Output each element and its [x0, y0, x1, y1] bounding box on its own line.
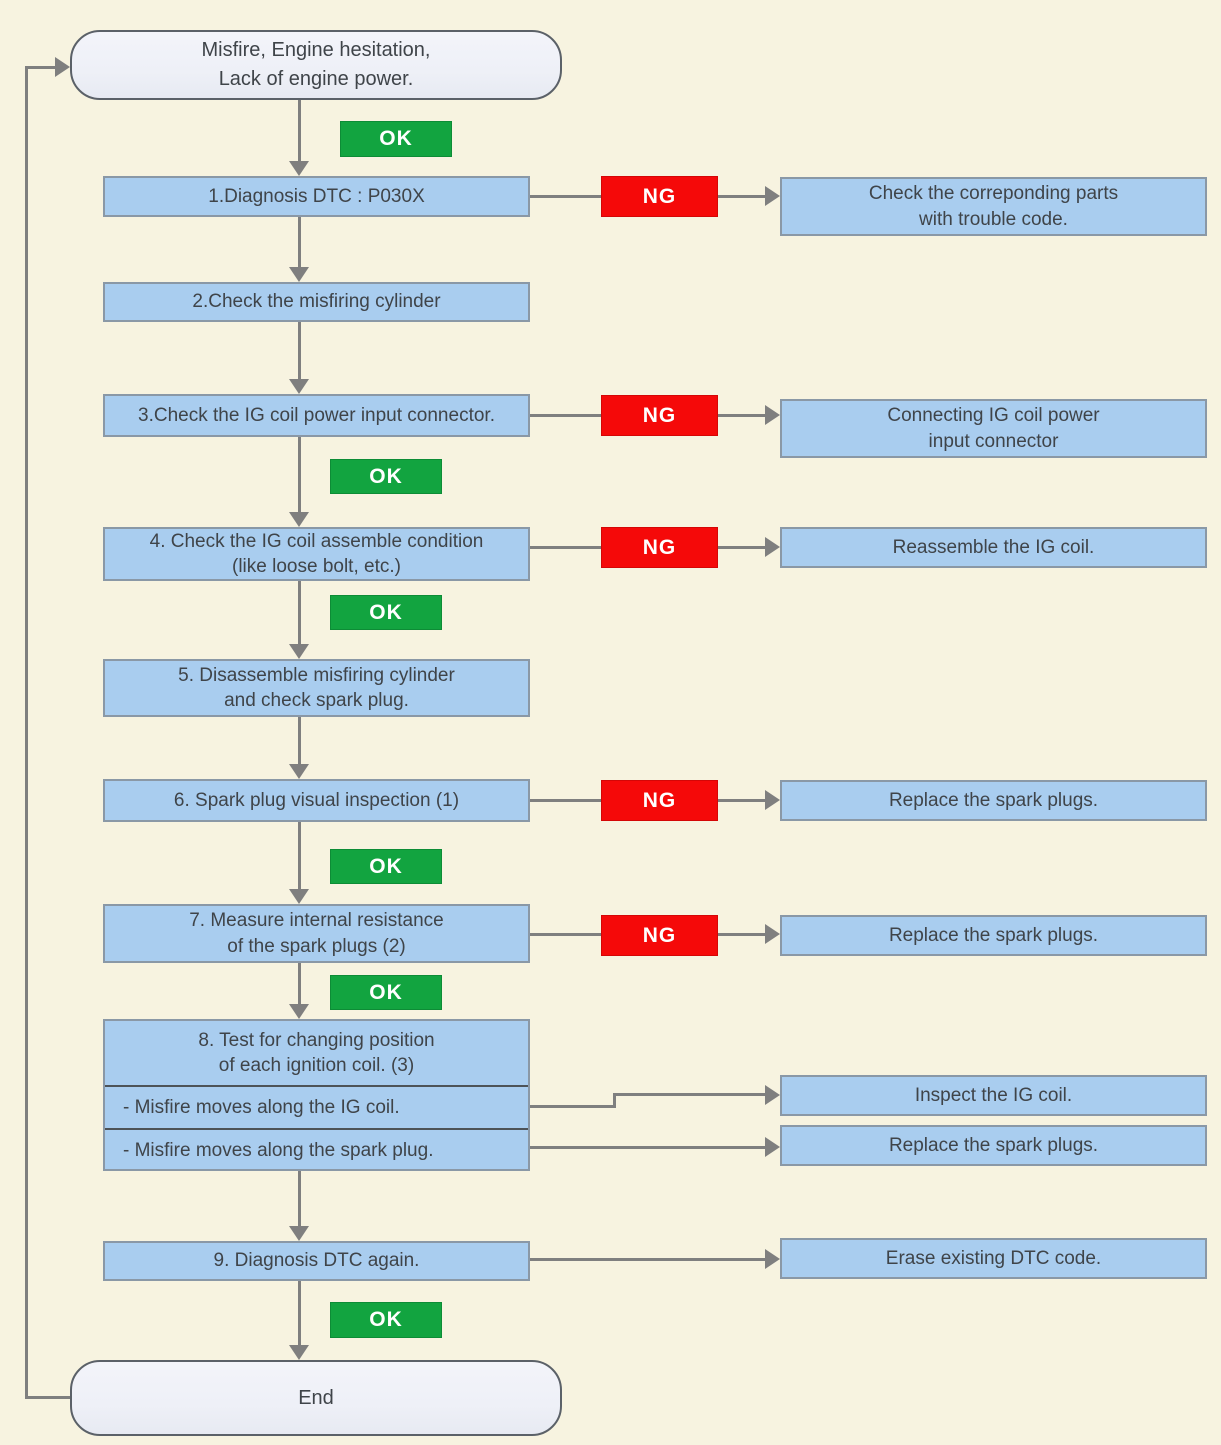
spine-segment-2 [298, 217, 301, 267]
step-6-box: 6. Spark plug visual inspection (1) [103, 779, 530, 822]
ok-badge-5: OK [330, 975, 442, 1010]
connector-ng5-result [718, 933, 765, 936]
arrow-down-icon [289, 512, 309, 527]
step-1-box: 1.Diagnosis DTC : P030X [103, 176, 530, 217]
ok-badge-4: OK [330, 849, 442, 884]
connector-step7-ng [530, 933, 601, 936]
ng-badge-4: NG [601, 780, 718, 821]
arrow-right-icon [765, 924, 780, 944]
result-box-4: Replace the spark plugs. [780, 780, 1207, 821]
connector-step4-ng [530, 546, 601, 549]
result-box-6: Inspect the IG coil. [780, 1075, 1207, 1116]
connector-branch1-a [530, 1105, 616, 1108]
step-8-branch-2: - Misfire moves along the spark plug. [105, 1128, 528, 1171]
spine-segment-3 [298, 322, 301, 379]
loop-line-top [25, 66, 57, 69]
result-box-1: Check the correponding parts with troubl… [780, 177, 1207, 236]
step-3-box: 3.Check the IG coil power input connecto… [103, 394, 530, 437]
result-box-8: Erase existing DTC code. [780, 1238, 1207, 1279]
result-box-7: Replace the spark plugs. [780, 1125, 1207, 1166]
connector-branch2 [530, 1146, 765, 1149]
arrow-down-icon [289, 1004, 309, 1019]
step-7-box: 7. Measure internal resistance of the sp… [103, 904, 530, 963]
result-box-3: Reassemble the IG coil. [780, 527, 1207, 568]
step-8-box: 8. Test for changing position of each ig… [103, 1019, 530, 1171]
arrow-down-icon [289, 644, 309, 659]
connector-branch1-step [613, 1093, 616, 1108]
connector-ng2-result [718, 414, 765, 417]
arrow-right-icon [55, 57, 70, 77]
end-terminal: End [70, 1360, 562, 1436]
start-terminal: Misfire, Engine hesitation, Lack of engi… [70, 30, 562, 100]
ng-badge-5: NG [601, 915, 718, 956]
connector-step3-ng [530, 414, 601, 417]
arrow-right-icon [765, 186, 780, 206]
result-box-5: Replace the spark plugs. [780, 915, 1207, 956]
connector-step9-result [530, 1258, 765, 1261]
ok-badge-2: OK [330, 459, 442, 494]
step-2-box: 2.Check the misfiring cylinder [103, 282, 530, 322]
spine-segment-5 [298, 581, 301, 644]
ng-badge-2: NG [601, 395, 718, 436]
spine-segment-4 [298, 437, 301, 512]
ok-badge-1: OK [340, 121, 452, 157]
step-4-box: 4. Check the IG coil assemble condition … [103, 527, 530, 581]
arrow-right-icon [765, 1249, 780, 1269]
step-5-box: 5. Disassemble misfiring cylinder and ch… [103, 659, 530, 717]
connector-ng1-result [718, 195, 765, 198]
step-9-box: 9. Diagnosis DTC again. [103, 1241, 530, 1281]
spine-segment-1 [298, 100, 301, 161]
arrow-down-icon [289, 1226, 309, 1241]
spine-segment-6 [298, 717, 301, 764]
arrow-down-icon [289, 764, 309, 779]
spine-segment-10 [298, 1281, 301, 1345]
connector-branch1-b [613, 1093, 765, 1096]
ok-badge-3: OK [330, 595, 442, 630]
connector-step6-ng [530, 799, 601, 802]
ng-badge-3: NG [601, 527, 718, 568]
arrow-right-icon [765, 537, 780, 557]
connector-step1-ng [530, 195, 601, 198]
connector-ng3-result [718, 546, 765, 549]
spine-segment-7 [298, 822, 301, 889]
loop-line-vertical [25, 66, 28, 1399]
arrow-right-icon [765, 1085, 780, 1105]
arrow-down-icon [289, 161, 309, 176]
arrow-right-icon [765, 405, 780, 425]
connector-ng4-result [718, 799, 765, 802]
arrow-down-icon [289, 889, 309, 904]
result-box-2: Connecting IG coil power input connector [780, 399, 1207, 458]
step-8-branch-1: - Misfire moves along the IG coil. [105, 1085, 528, 1128]
spine-segment-9 [298, 1171, 301, 1226]
ok-badge-6: OK [330, 1302, 442, 1338]
spine-segment-8 [298, 963, 301, 1004]
arrow-right-icon [765, 1137, 780, 1157]
loop-line-bottom [25, 1396, 72, 1399]
arrow-right-icon [765, 790, 780, 810]
arrow-down-icon [289, 1345, 309, 1360]
step-8-header: 8. Test for changing position of each ig… [198, 1029, 435, 1076]
arrow-down-icon [289, 267, 309, 282]
ng-badge-1: NG [601, 176, 718, 217]
arrow-down-icon [289, 379, 309, 394]
